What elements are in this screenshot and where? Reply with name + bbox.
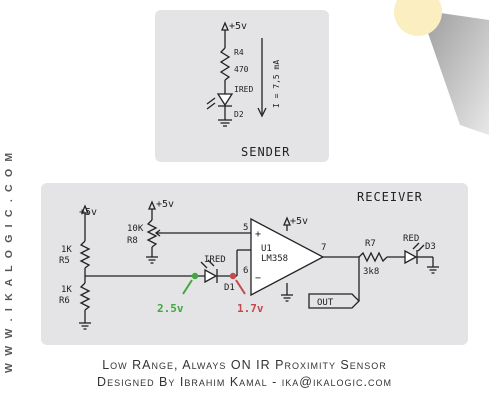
r5-value: 1K (61, 245, 72, 255)
opamp-plus: + (255, 229, 261, 240)
d1-type: IRED (204, 255, 226, 265)
receiver-panel: RECEIVER +5v 1K R5 1K R6 +5v 10K R8 IRED… (41, 183, 468, 345)
r7-value: 3k8 (363, 267, 379, 277)
opamp-part: LM358 (261, 254, 288, 264)
r8-value: 10K (127, 224, 144, 234)
lamp-bulb (394, 0, 442, 36)
r4-name: R4 (234, 48, 244, 57)
site-url-vertical: W W W . I K A L O G I C . C O M (2, 18, 16, 378)
r4-value: 470 (234, 65, 249, 74)
pin6-label: 6 (243, 266, 248, 276)
sense-node-arrow (235, 279, 246, 295)
pin7-label: 7 (321, 243, 326, 253)
d2-name: D2 (234, 110, 244, 119)
opamp-supply: +5v (290, 216, 308, 227)
sense-node-dot (229, 272, 237, 280)
r8-supply: +5v (156, 199, 174, 210)
r6-value: 1K (61, 285, 72, 295)
pin5-label: 5 (243, 223, 248, 233)
d2-type: IRED (234, 85, 253, 94)
d3-color: RED (403, 234, 419, 244)
opamp-name: U1 (261, 244, 272, 254)
caption-title: Low RAnge, Always ON IR Proximity Sensor (102, 358, 387, 372)
r6-name: R6 (59, 296, 70, 306)
r5-supply: +5v (79, 207, 97, 218)
site-url-text: W W W . I K A L O G I C . C O M (3, 151, 15, 373)
current-label: I = 7,5 mA (272, 60, 281, 108)
sender-supply-label: +5v (229, 21, 247, 32)
out-label: OUT (317, 298, 334, 308)
opamp-minus: − (255, 273, 261, 284)
d3-name: D3 (425, 242, 436, 252)
caption-author: Designed By Ibrahim Kamal - ika@ikalogic… (97, 375, 392, 389)
r7-name: R7 (365, 239, 376, 249)
sense-voltage: 1.7v (237, 302, 264, 315)
sender-panel: +5v R4 470 IRED D2 I = 7,5 mA SENDER (155, 10, 329, 162)
r5-name: R5 (59, 256, 70, 266)
d1-name: D1 (224, 283, 235, 293)
ref-voltage: 2.5v (157, 302, 184, 315)
ref-node-dot (191, 272, 199, 280)
r8-name: R8 (127, 236, 138, 246)
ref-node-arrow (182, 279, 193, 295)
receiver-title: RECEIVER (357, 190, 423, 204)
light-beam-decoration (390, 0, 489, 135)
sender-title: SENDER (241, 145, 290, 159)
